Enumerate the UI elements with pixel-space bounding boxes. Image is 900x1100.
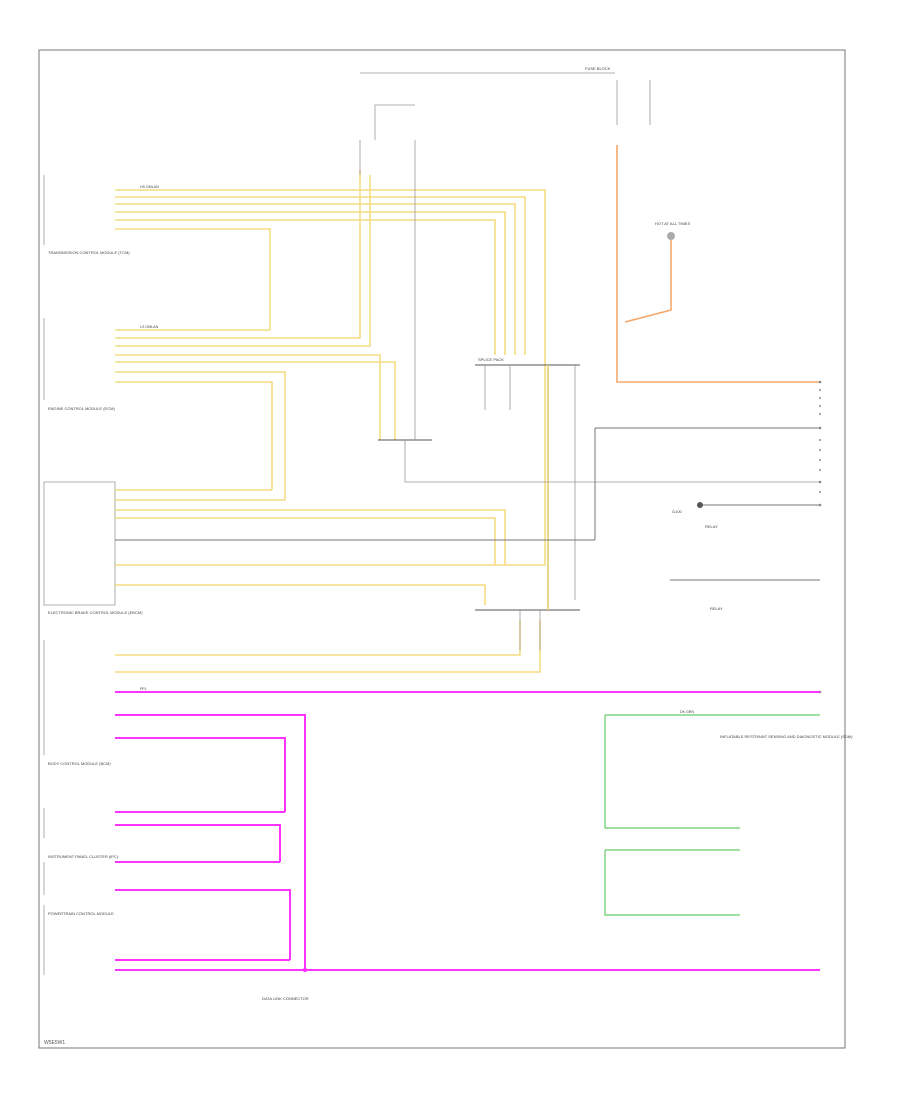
right-black-wires <box>115 427 820 581</box>
splice-pack-gray <box>484 365 576 650</box>
splice-pack-label: SPLICE PACK <box>478 357 504 362</box>
left-components <box>43 175 116 975</box>
footer-code: W5E5W1 <box>44 1040 65 1046</box>
ground-node <box>697 502 703 508</box>
fuse-block <box>360 72 651 125</box>
tcm-label: TRANSMISSION CONTROL MODULE (TCM) <box>48 250 130 255</box>
gray-wires-top <box>359 104 820 483</box>
dlc-splice-node <box>302 967 308 973</box>
magenta-tag-1: PPL <box>140 687 147 691</box>
left-component-labels: TRANSMISSION CONTROL MODULE (TCM) ENGINE… <box>48 250 143 916</box>
ground-label: G100 <box>672 509 683 514</box>
ecm-label: ENGINE CONTROL MODULE (ECM) <box>48 406 115 411</box>
yellow-wires <box>115 170 546 673</box>
diagram-border <box>38 49 846 1049</box>
pcm-label: POWERTRAIN CONTROL MODULE <box>48 911 114 916</box>
bcm-label: BODY CONTROL MODULE (BCM) <box>48 761 111 766</box>
hot-label: HOT AT ALL TIMES <box>655 221 690 226</box>
ebcm-box <box>43 481 116 606</box>
green-wires <box>604 714 820 916</box>
fuse-block-label: FUSE BLOCK <box>585 66 611 71</box>
right-connector-pins <box>818 380 822 694</box>
splice-pack <box>378 364 580 611</box>
dlc-label: DATA LINK CONNECTOR <box>262 996 309 1001</box>
ecm-pin-1: LS GMLAN <box>140 325 159 329</box>
splice-node <box>667 232 675 240</box>
sdm-label: INFLATABLE RESTRAINT SENSING AND DIAGNOS… <box>720 734 853 739</box>
ipc-label: INSTRUMENT PANEL CLUSTER (IPC) <box>48 854 119 859</box>
relay1-label: RELAY <box>705 524 718 529</box>
ebcm-label: ELECTRONIC BRAKE CONTROL MODULE (EBCM) <box>48 610 143 615</box>
tcm-pin-1: HS GMLAN <box>140 185 159 189</box>
magenta-wires <box>115 691 820 971</box>
orange-wires <box>616 145 820 383</box>
relay2-label: RELAY <box>710 606 723 611</box>
wire-tags: HS GMLAN LS GMLAN PPL DK GRN <box>140 185 694 714</box>
green-tag-1: DK GRN <box>680 710 694 714</box>
